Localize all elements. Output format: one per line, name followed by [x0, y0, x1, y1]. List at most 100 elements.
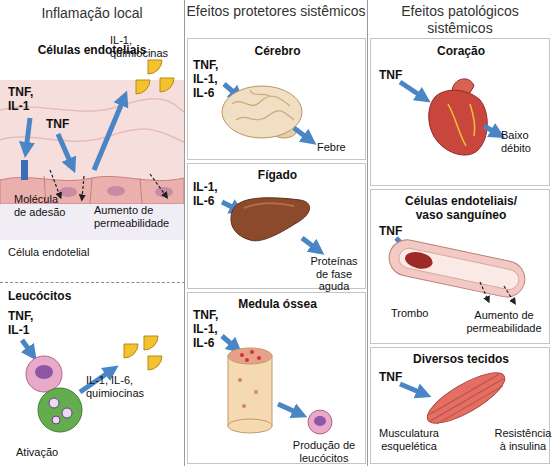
- vessel-lumen: [397, 246, 520, 291]
- endothelium-illustration: [0, 60, 184, 240]
- marrow-dot: [240, 353, 244, 357]
- panel-title: Leucócitos: [8, 290, 108, 304]
- muscle-shape: [421, 364, 511, 432]
- marrow-dot: [250, 350, 254, 354]
- signal-arrow: [302, 238, 318, 250]
- signal-arrow: [294, 128, 310, 140]
- annotation-label: Produção de leucócitos: [291, 439, 357, 464]
- chemokine-symbol: [148, 60, 162, 74]
- signal-arrow: [484, 126, 498, 134]
- cell-nucleus: [314, 416, 326, 426]
- cell-nucleus: [59, 187, 77, 197]
- signal-arrow: [278, 404, 300, 414]
- brain-shape: [222, 86, 302, 138]
- organ-panel: Células endoteliais/ vaso sanguíneoTNF Tr…: [370, 189, 550, 344]
- cell-nucleus: [107, 186, 125, 196]
- organ-panel: FígadoIL-1, IL-6Proteínas de fase aguda: [187, 163, 366, 289]
- leukocyte-illustration: [22, 336, 162, 432]
- annotation-label: IL-1, quimiocinas: [110, 34, 178, 59]
- signal-arrow: [94, 98, 124, 170]
- activated-leukocyte: [38, 388, 82, 432]
- column-band: Inflamação localCélulas endoteliaisTNF, …: [0, 0, 185, 466]
- muscle-group: [421, 364, 511, 432]
- marrow-dot: [254, 390, 258, 394]
- column-header: Efeitos patológicos sistêmicos: [368, 3, 552, 37]
- heart-illustration: [400, 79, 498, 155]
- liver-highlight: [244, 203, 294, 208]
- leak-arrow: [82, 176, 84, 198]
- cell-boundary: [44, 176, 142, 204]
- chemokine-symbol: [136, 80, 150, 94]
- leukocyte-cell: [308, 410, 332, 434]
- liver-illustration: [222, 198, 318, 250]
- annotation-label: Baixo débito: [501, 129, 545, 154]
- annotation-label: Resistência à insulina: [493, 427, 552, 452]
- signal-arrow: [26, 118, 30, 150]
- bone-illustration: [222, 336, 332, 434]
- annotation-label: Aumento de permeabilidade: [94, 204, 176, 229]
- cytokine-label: TNF, IL-1, IL-6: [193, 309, 229, 350]
- annotation-label: Proteínas de fase aguda: [305, 255, 363, 293]
- chemokine-symbol: [124, 344, 138, 358]
- organ-panel: CérebroTNF, IL-1, IL-6Febre: [187, 38, 366, 160]
- panel-title: Diversos tecidos: [371, 353, 551, 367]
- marrow-dot: [238, 378, 242, 382]
- cytokine-label: TNF: [379, 371, 419, 385]
- cytokine-label: TNF: [46, 118, 86, 132]
- chemokine-symbol: [148, 356, 162, 370]
- bone-end: [228, 419, 272, 433]
- column-band: Efeitos patológicos sistêmicosCoraçãoTNF…: [368, 0, 552, 466]
- annotation-label: Ativação: [16, 446, 86, 459]
- annotation-label: Musculatura esquelética: [371, 427, 447, 452]
- organ-panel: Medula ósseaTNF, IL-1, IL-6Produção de l…: [187, 292, 366, 464]
- annotation-label: Célula endotelial: [8, 246, 118, 259]
- leak-arrow: [504, 286, 514, 302]
- cell-granule: [62, 408, 72, 418]
- marrow-section: [228, 348, 272, 364]
- cytokine-label: IL-1, IL-6: [193, 181, 229, 209]
- cell-nucleus: [155, 187, 173, 197]
- muscle-fiber: [428, 374, 507, 426]
- organ-panel: CoraçãoTNFBaixo débito: [370, 38, 550, 186]
- effect-panel: Células endoteliaisTNF, IL-1TNFIL-1, qui…: [0, 34, 185, 283]
- organ-panel: Diversos tecidosTNF Musculatura esqueléti…: [370, 347, 550, 464]
- annotation-label: Molécula de adesão: [14, 193, 68, 218]
- column-band: Efeitos protetores sistêmicosCérebroTNF,…: [185, 0, 368, 466]
- signal-arrow: [222, 336, 236, 348]
- marrow-dot: [245, 358, 249, 362]
- column-header: Efeitos protetores sistêmicos: [185, 3, 367, 20]
- cell-granule: [49, 398, 59, 408]
- cell-nucleus: [35, 365, 53, 379]
- marrow-dot: [242, 404, 246, 408]
- effect-panel: LeucócitosTNF, IL-1IL-1, IL-6, quimiocin…: [0, 283, 185, 466]
- panel-title: Cérebro: [188, 45, 367, 59]
- cytokine-label: TNF, IL-1, IL-6: [193, 59, 229, 100]
- leak-arrow: [50, 170, 60, 196]
- cytokine-label: TNF: [379, 225, 419, 239]
- signal-arrow: [400, 384, 424, 394]
- leukocyte-cell: [26, 356, 62, 392]
- leak-arrow: [480, 282, 488, 300]
- liver-shape: [231, 198, 310, 241]
- signal-arrow: [22, 340, 32, 354]
- leak-arrow: [150, 174, 166, 196]
- heart-shape: [429, 90, 488, 155]
- chemokine-symbol: [160, 78, 174, 92]
- cell-granule: [52, 416, 60, 424]
- signal-arrow: [400, 82, 424, 98]
- thrombus: [403, 250, 434, 271]
- signal-arrow: [58, 134, 72, 166]
- coronary-vessel: [448, 104, 475, 146]
- column-header: Inflamação local: [0, 5, 184, 22]
- panel-title: Células endoteliais/ vaso sanguíneo: [396, 195, 526, 223]
- cytokine-label: TNF, IL-1: [8, 310, 44, 338]
- cytokine-label: TNF: [379, 69, 419, 83]
- cytokine-label: TNF, IL-1: [8, 86, 44, 114]
- annotation-label: Trombo: [391, 307, 447, 320]
- brain-sulcus: [232, 90, 294, 120]
- annotation-label: Febre: [317, 141, 361, 154]
- adhesion-molecule: [21, 160, 28, 180]
